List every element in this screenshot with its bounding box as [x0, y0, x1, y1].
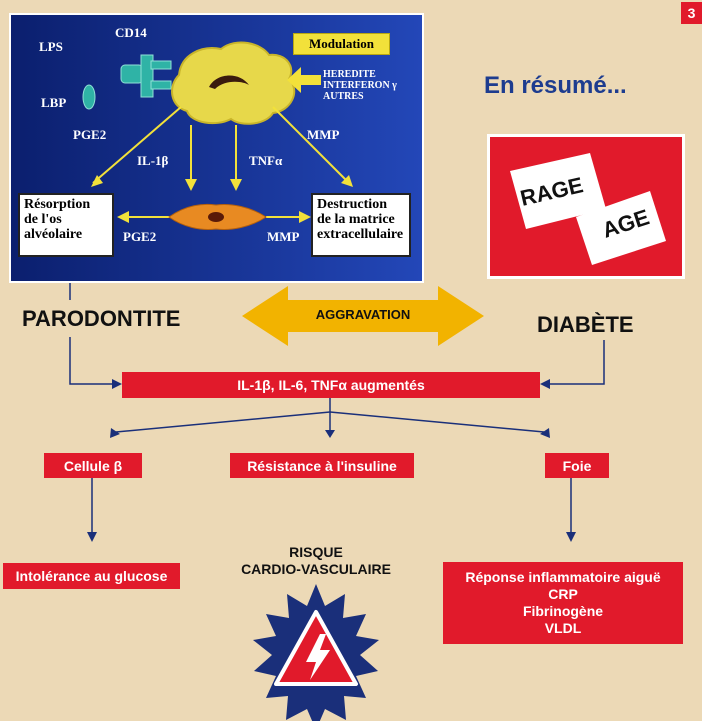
- lightning-bolt-icon: [306, 634, 330, 680]
- cd14-label: CD14: [115, 25, 147, 40]
- arrowhead-reponse: [566, 532, 576, 542]
- rage-age-cards: [510, 153, 666, 265]
- mechanism-panel: LPS CD14 LBP Modulation HEREDITE INTERFE…: [9, 13, 424, 283]
- connector-to-foie: [329, 411, 545, 433]
- rage-card: [510, 153, 606, 229]
- destruction-line-2: de la matrice: [317, 212, 395, 227]
- cellule-beta-text: Cellule β: [63, 457, 123, 474]
- mmp-bottom-label: MMP: [267, 229, 300, 244]
- summary-title: En résumé...: [484, 72, 627, 99]
- pge2-top-label: PGE2: [73, 127, 107, 142]
- cytokines-box: IL-1β, IL-6, TNFα augmentés: [122, 372, 540, 398]
- arrowhead-center-down: [325, 430, 335, 438]
- arrowhead-intolerance: [87, 532, 97, 542]
- parodontite-label: PARODONTITE: [22, 306, 181, 331]
- page-number-badge: 3: [681, 2, 702, 24]
- arrowhead-left-in: [112, 379, 122, 389]
- reponse-box: Réponse inflammatoire aiguë CRP Fibrinog…: [443, 562, 683, 644]
- resorption-box: Résorption de l'os alvéolaire: [18, 193, 114, 257]
- reponse-line-1: Réponse inflammatoire aiguë: [465, 569, 661, 585]
- reponse-line-4: VLDL: [544, 620, 582, 636]
- il1b-label: IL-1β: [137, 153, 169, 168]
- cd14-receptor-icon: [120, 54, 172, 98]
- macrophage-cell-icon: [171, 41, 296, 125]
- rage-age-box: RAGE AGE: [487, 134, 685, 279]
- risque-label: RISQUE CARDIO-VASCULAIRE: [226, 544, 406, 578]
- modulation-text: Modulation: [308, 36, 374, 51]
- connector-to-cellule: [115, 411, 331, 433]
- intolerance-text: Intolérance au glucose: [15, 568, 168, 584]
- risque-line-2: CARDIO-VASCULAIRE: [241, 561, 391, 577]
- pge2-bottom-label: PGE2: [123, 229, 157, 244]
- risk-starburst-icon: [253, 584, 379, 721]
- tnfa-label: TNFα: [249, 153, 283, 168]
- connector-diabete-cytokines: [548, 340, 605, 385]
- modulation-factors: HEREDITE INTERFERON γ AUTRES: [323, 69, 397, 102]
- autres-label: AUTRES: [323, 91, 364, 102]
- lbp-icon: [82, 84, 96, 110]
- aggravation-label: AGGRAVATION: [315, 307, 411, 322]
- arrowhead-foie: [540, 428, 550, 438]
- lbp-label: LBP: [41, 95, 67, 110]
- resistance-box: Résistance à l'insuline: [230, 453, 414, 478]
- destruction-line-3: extracellulaire: [317, 227, 404, 242]
- connector-parodontite-cytokines: [69, 337, 114, 385]
- modulation-label: Modulation: [293, 33, 390, 55]
- resorption-line-1: Résorption: [24, 197, 91, 212]
- foie-text: Foie: [562, 457, 592, 474]
- reponse-line-2: CRP: [548, 586, 578, 602]
- modulation-arrow: [287, 67, 321, 93]
- arrowhead-cellule: [110, 428, 120, 438]
- interferon-label: INTERFERON γ: [323, 80, 397, 91]
- pathway-arrows: [91, 106, 353, 223]
- lps-label: LPS: [39, 39, 63, 54]
- diabete-label: DIABÈTE: [537, 312, 634, 337]
- resorption-line-3: alvéolaire: [24, 227, 83, 242]
- resistance-text: Résistance à l'insuline: [247, 457, 397, 474]
- fibroblast-cell-icon: [168, 203, 267, 230]
- aggravation-double-arrow: [242, 286, 484, 346]
- risque-line-1: RISQUE: [289, 544, 343, 560]
- destruction-box: Destruction de la matrice extracellulair…: [311, 193, 411, 257]
- age-card: [576, 191, 666, 265]
- cellule-beta-box: Cellule β: [44, 453, 142, 478]
- reponse-line-3: Fibrinogène: [522, 603, 604, 619]
- foie-box: Foie: [545, 453, 609, 478]
- cytokines-text: IL-1β, IL-6, TNFα augmentés: [237, 377, 425, 393]
- destruction-line-1: Destruction: [317, 197, 387, 212]
- mmp-top-label: MMP: [307, 127, 340, 142]
- page-number: 3: [687, 5, 696, 21]
- heredite-label: HEREDITE: [323, 69, 376, 80]
- intolerance-box: Intolérance au glucose: [3, 563, 180, 589]
- arrowhead-right-in: [540, 379, 550, 389]
- resorption-line-2: de l'os: [24, 212, 62, 227]
